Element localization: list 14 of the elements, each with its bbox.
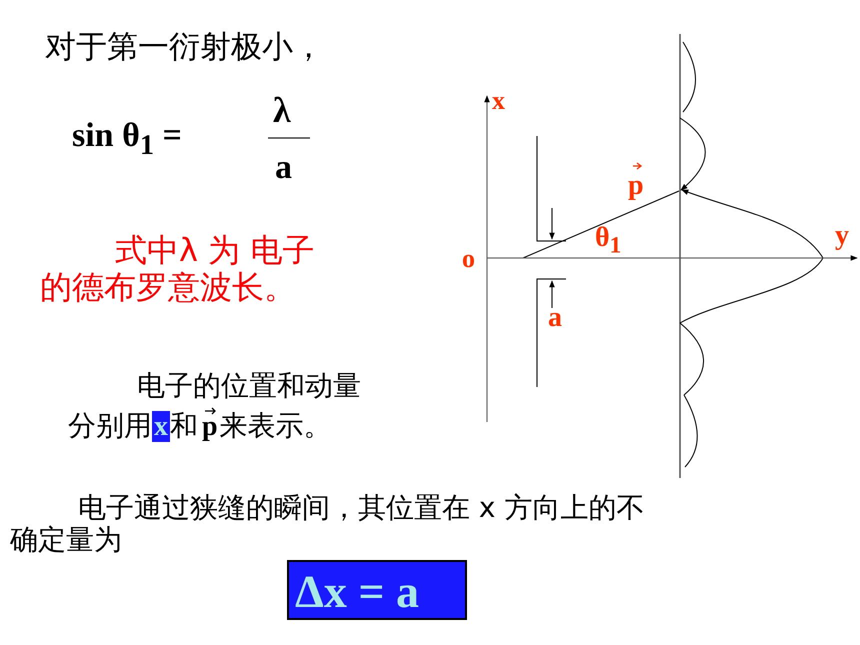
angle-label: θ$_{1}$ [595, 222, 622, 260]
axis-label: x [492, 86, 505, 116]
sentence-text: 电子通过狭缝的瞬间，其位置在 x 方向上的不确定量为 [10, 492, 646, 556]
highlighted-formula: Δx = a [287, 560, 467, 620]
formula-text: sin θ$_{1}$ = [72, 116, 182, 162]
formula-numerator: λ [273, 90, 291, 132]
slit-width-label: a [548, 302, 562, 334]
note-text: 式中λ 为 电子的德布罗意波长。 [40, 232, 316, 306]
axis-label: y [835, 220, 849, 252]
sentence-text: 电子的位置和动量分别用x和p来表示。 [68, 370, 362, 444]
vector-label: p [628, 161, 644, 202]
formula-denominator: a [275, 148, 292, 188]
heading-text: 对于第一衍射极小， [45, 30, 324, 66]
origin-label: o [462, 244, 475, 274]
